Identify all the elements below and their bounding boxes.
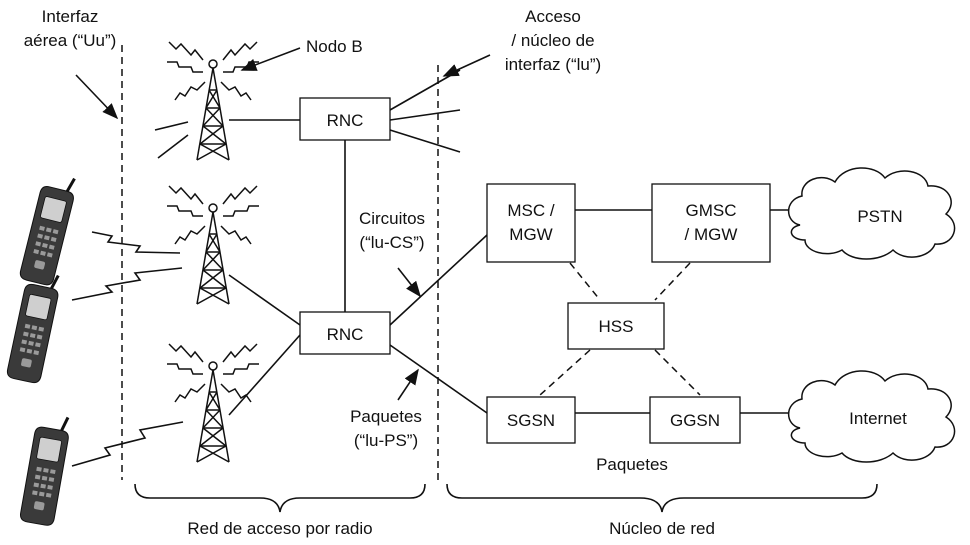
core-network-label: Núcleo de red: [609, 519, 715, 538]
mobile-phone-icon: [4, 267, 64, 386]
iu-interface-arrow: [442, 54, 491, 77]
iu-line: [389, 109, 461, 121]
radio-link: [71, 267, 183, 301]
hss-link: [539, 349, 591, 396]
core-network-brace: [446, 483, 878, 513]
sgsn-node: SGSN: [486, 396, 576, 444]
packets-core-label: Paquetes: [596, 455, 668, 474]
node-b-label: Nodo B: [306, 37, 363, 56]
iu-ps-link: [389, 344, 488, 414]
circuits-arrow: [397, 267, 421, 298]
mobile-phone-icon: [17, 410, 74, 528]
hss-node: HSS: [567, 302, 665, 350]
tower-icon: [166, 343, 260, 463]
packets-iu-label-line1: Paquetes: [350, 407, 422, 426]
radio-link: [91, 231, 181, 254]
hss-link: [654, 349, 701, 396]
node-b-arrow: [240, 47, 301, 71]
msc-node: MSC / MGW: [486, 183, 576, 263]
iu-cs-link: [389, 234, 488, 326]
air-interface-arrow: [75, 74, 119, 120]
gmsc-label-line1: GMSC: [686, 201, 737, 220]
rnc-top-node: RNC: [299, 97, 391, 141]
tower-icon: [166, 41, 260, 161]
rnc-bottom-label: RNC: [327, 325, 364, 344]
ggsn-label: GGSN: [670, 411, 720, 430]
packets-arrow: [397, 368, 419, 401]
cloud-icon: PSTN: [787, 167, 956, 260]
air-interface-label-line2: aérea (“Uu”): [24, 31, 117, 50]
iu-label-line3: interfaz (“lu”): [505, 55, 601, 74]
msc-label-line1: MSC /: [507, 201, 555, 220]
air-interface-label-line1: Interfaz: [42, 7, 99, 26]
radio-access-brace: [134, 483, 426, 513]
radio-line: [157, 134, 189, 159]
msc-label-line2: MGW: [509, 225, 552, 244]
rnc-bottom-node: RNC: [299, 311, 391, 355]
hss-link: [569, 262, 601, 301]
cloud-icon: Internet: [787, 370, 956, 463]
iu-line: [389, 69, 461, 111]
radio-line: [154, 121, 189, 131]
iu-line: [389, 129, 461, 153]
pstn-label: PSTN: [857, 207, 902, 226]
packets-iu-label-line2: (“lu-PS”): [354, 431, 418, 450]
circuits-label-line2: (“lu-CS”): [359, 233, 424, 252]
gmsc-node: GMSC / MGW: [651, 183, 771, 263]
gmsc-label-line2: / MGW: [685, 225, 738, 244]
tower-rnc-link: [228, 334, 301, 416]
iu-label-line1: Acceso: [525, 7, 581, 26]
hss-link: [654, 262, 691, 301]
tower-rnc-link: [228, 274, 301, 326]
ggsn-node: GGSN: [649, 396, 741, 444]
hss-label: HSS: [599, 317, 634, 336]
internet-label: Internet: [849, 409, 907, 428]
sgsn-label: SGSN: [507, 411, 555, 430]
radio-access-network-label: Red de acceso por radio: [187, 519, 372, 538]
mobile-phone-icon: [17, 169, 80, 288]
rnc-top-label: RNC: [327, 111, 364, 130]
radio-link: [71, 421, 184, 467]
iu-label-line2: / núcleo de: [511, 31, 594, 50]
circuits-label-line1: Circuitos: [359, 209, 425, 228]
